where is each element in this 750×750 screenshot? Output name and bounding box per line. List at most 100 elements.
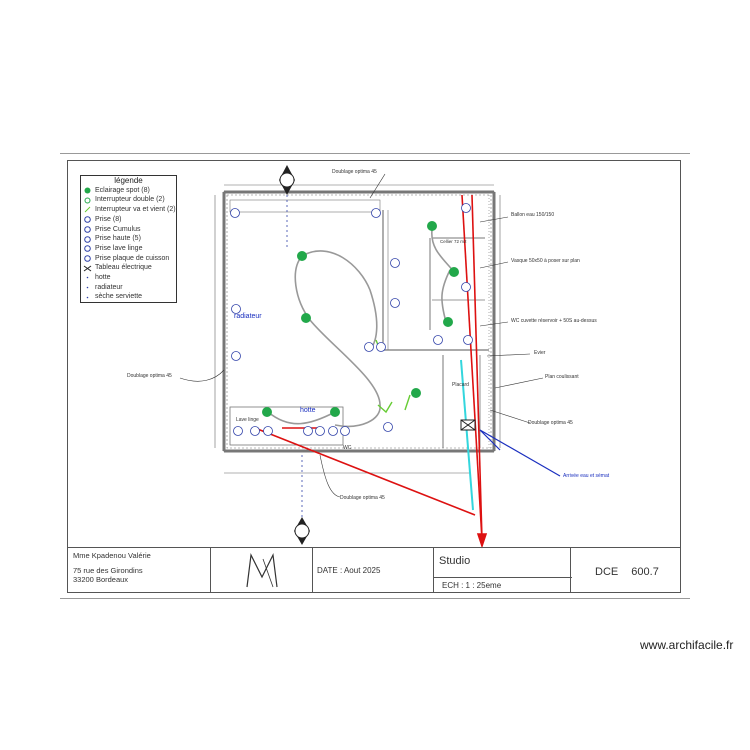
legend-item-label: sèche serviette	[95, 293, 143, 301]
section-marker-bottom	[294, 455, 310, 545]
legend-item-label: Tableau électrique	[95, 264, 152, 272]
socket-icon	[364, 342, 374, 352]
legend-list: Eclairage spot (8) Interrupteur double (…	[81, 186, 176, 302]
legend-item-label: hotte	[95, 274, 111, 282]
evier-label: Evier	[534, 350, 546, 356]
ballon-label: Ballon eau 150/150	[511, 212, 554, 218]
radiateur-label: radiateur	[234, 313, 262, 320]
client-name: Mme Kpadenou Valérie	[73, 551, 151, 560]
logo-box	[210, 547, 313, 593]
legend-item: Prise Cumulus	[81, 225, 176, 235]
date-text: DATE : Aout 2025	[317, 566, 381, 575]
legend-item: radiateur	[81, 283, 176, 293]
legend-item-label: radiateur	[95, 283, 123, 291]
high-socket-icon	[83, 235, 92, 243]
legend-item-label: Prise lave linge	[95, 244, 143, 252]
wc-label: WC	[343, 445, 352, 451]
client-info: Mme Kpadenou Valérie 75 rue des Girondin…	[73, 551, 203, 591]
socket-icon	[231, 304, 241, 314]
socket-icon	[250, 426, 260, 436]
legend-item: Interrupteur double (2)	[81, 195, 176, 205]
spot-light-icon	[83, 187, 92, 194]
legend-item-label: Prise haute (5)	[95, 235, 141, 243]
cellier-label: Cellier 72 m2	[440, 239, 467, 244]
legend-item-label: Prise Cumulus	[95, 225, 141, 233]
wc-annotation-label: WC cuvette réservoir + 50S au-dessus	[511, 318, 597, 324]
date-box: DATE : Aout 2025	[317, 566, 432, 580]
doublage-bottom-label: Doublage optima 45	[340, 495, 385, 501]
legend-item: Tableau électrique	[81, 263, 176, 273]
socket-icon	[376, 342, 386, 352]
hotte-label: hotte	[300, 407, 316, 414]
spot-light-icon	[330, 407, 340, 417]
socket-icon	[328, 426, 338, 436]
socket-icon	[463, 335, 473, 345]
towel-dryer-icon	[83, 294, 92, 301]
spot-light-icon	[297, 251, 307, 261]
electrical-panel-symbol	[460, 419, 476, 431]
socket-icon	[231, 351, 241, 361]
doublage-right-label: Doublage optima 45	[528, 420, 573, 426]
legend-item: hotte	[81, 273, 176, 283]
socket-icon	[371, 208, 381, 218]
vasque-label: Vasque 50x50 à poser sur plan	[511, 258, 580, 264]
socket-icon	[315, 426, 325, 436]
legend-item: Prise plaque de cuisson	[81, 254, 176, 264]
spot-light-icon	[301, 313, 311, 323]
logo-icon	[246, 552, 278, 588]
spot-light-icon	[427, 221, 437, 231]
socket-icon	[383, 422, 393, 432]
doublage-left-label: Doublage optima 45	[127, 373, 172, 379]
drawing-frame	[67, 160, 681, 593]
phase-box: DCE 600.7	[595, 566, 675, 582]
spot-light-icon	[262, 407, 272, 417]
drawing-number: 600.7	[631, 566, 659, 578]
radiator-icon	[83, 284, 92, 291]
socket-icon	[340, 426, 350, 436]
washer-socket-icon	[83, 245, 92, 253]
socket-icon	[83, 216, 92, 223]
legend-item: Prise lave linge	[81, 244, 176, 254]
legend-item: Prise haute (5)	[81, 234, 176, 244]
socket-icon	[461, 282, 471, 292]
legend-item: Prise (8)	[81, 215, 176, 225]
lave-linge-label: Lave linge	[236, 417, 259, 423]
placard-label: Placard	[452, 382, 469, 388]
legend-item: Eclairage spot (8)	[81, 186, 176, 196]
water-heater-socket-icon	[83, 226, 92, 233]
hood-icon	[83, 274, 92, 281]
cyan-pipe	[460, 359, 474, 511]
socket-icon	[303, 426, 313, 436]
legend-title: légende	[114, 176, 143, 185]
legend-item-label: Interrupteur double (2)	[95, 196, 165, 204]
annotation-leaders	[179, 173, 544, 498]
legend-item-label: Interrupteur va et vient (2)	[95, 206, 176, 214]
socket-icon	[263, 426, 273, 436]
address-line1: 75 rue des Girondins	[73, 566, 143, 575]
cable-routes	[267, 229, 455, 428]
doublage-top-label: Doublage optima 45	[332, 169, 377, 175]
dimension-lines	[214, 184, 501, 474]
plan-coulissant-label: Plan coulissant	[545, 374, 579, 380]
spot-light-icon	[443, 317, 453, 327]
spot-light-icon	[411, 388, 421, 398]
arrivee-label: Arrivée eau et sémat	[563, 473, 610, 479]
project-box: Studio ECH : 1 : 25eme	[433, 547, 572, 593]
socket-icon	[461, 203, 471, 213]
walls	[222, 190, 496, 453]
spot-light-icon	[449, 267, 459, 277]
legend-item: sèche serviette	[81, 292, 176, 302]
two-way-switch-icon	[83, 206, 92, 213]
sockets	[230, 203, 473, 436]
double-switch-icon	[83, 197, 92, 204]
scale-text: ECH : 1 : 25eme	[442, 581, 502, 590]
legend-item-label: Eclairage spot (8)	[95, 186, 150, 194]
socket-icon	[433, 335, 443, 345]
spot-lights	[262, 221, 459, 417]
sheet-top-line	[60, 153, 690, 154]
socket-icon	[390, 298, 400, 308]
red-pipes	[254, 194, 488, 549]
legend-item: Interrupteur va et vient (2)	[81, 205, 176, 215]
supply-line	[479, 429, 561, 477]
